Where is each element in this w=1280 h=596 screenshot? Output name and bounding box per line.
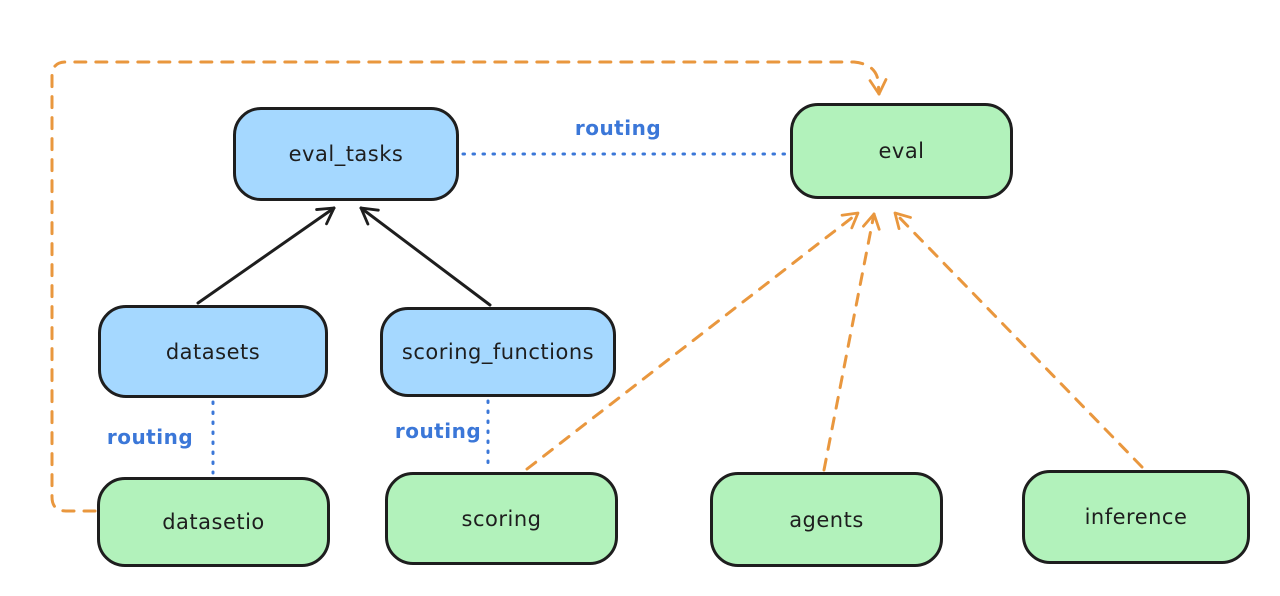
edge-label-routing-left: routing [106, 425, 194, 449]
edge-label-routing-middle: routing [394, 419, 482, 443]
node-eval-label: eval [878, 139, 925, 163]
node-eval: eval [790, 103, 1013, 199]
node-datasets: datasets [98, 305, 328, 398]
node-datasets-label: datasets [165, 339, 261, 364]
node-agents-label: agents [789, 507, 864, 532]
node-eval-tasks-label: eval_tasks [288, 142, 404, 166]
node-scoring-functions: scoring_functions [380, 307, 616, 397]
node-agents: agents [710, 472, 943, 567]
edge-scoring-to-eval [525, 211, 860, 471]
node-scoring-label: scoring [461, 506, 542, 531]
edge-label-routing-top: routing [574, 116, 662, 140]
edge-datasets-to-eval-tasks [196, 206, 336, 305]
node-eval-tasks: eval_tasks [233, 107, 459, 201]
edge-agents-to-eval [822, 212, 881, 472]
node-scoring-functions-label: scoring_functions [401, 340, 595, 364]
edge-inference-to-eval [893, 211, 1144, 469]
node-inference-label: inference [1084, 505, 1188, 529]
node-datasetio-label: datasetio [162, 510, 265, 534]
node-inference: inference [1022, 470, 1250, 564]
edge-datasetio-to-eval [50, 60, 888, 513]
edge-scoring-functions-to-eval-tasks [359, 206, 492, 307]
node-scoring: scoring [385, 472, 618, 565]
node-datasetio: datasetio [97, 477, 330, 567]
